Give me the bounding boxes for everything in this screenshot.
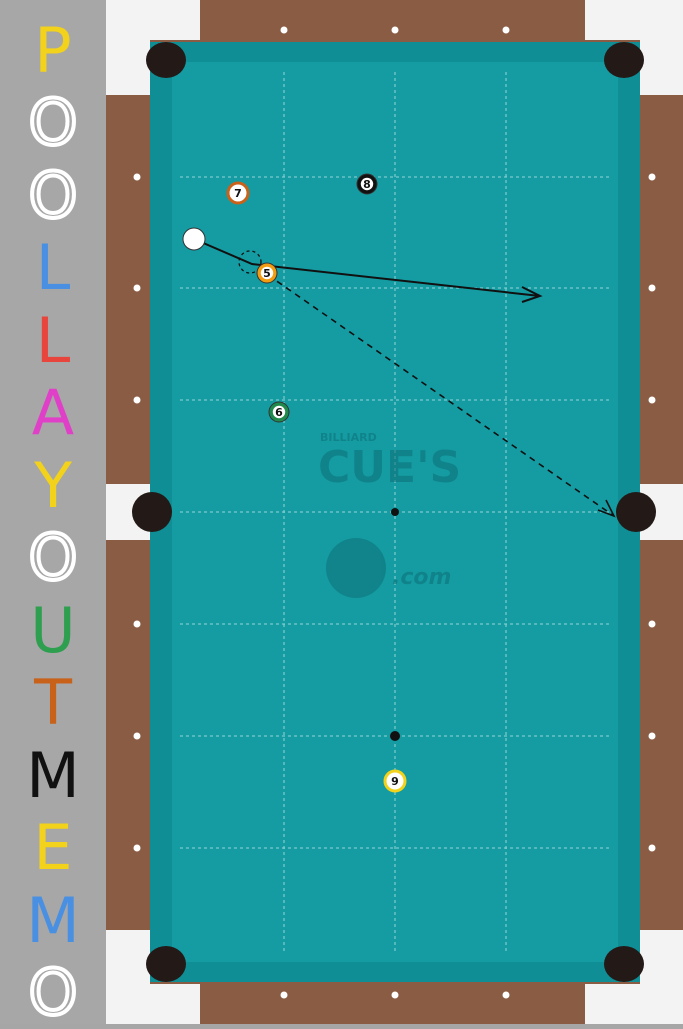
title-letter: M bbox=[26, 739, 80, 812]
pocket-bottom-left bbox=[146, 946, 186, 982]
title-letter: L bbox=[35, 231, 71, 304]
cue-ball[interactable] bbox=[182, 227, 206, 251]
title-letter: M bbox=[26, 884, 80, 957]
ball-number-disc bbox=[388, 774, 402, 788]
pockets bbox=[132, 42, 656, 982]
logo-emblem bbox=[326, 538, 386, 598]
title-letter: O bbox=[27, 86, 80, 159]
title-letter: Y bbox=[34, 449, 72, 522]
ball-number: 6 bbox=[275, 406, 283, 419]
shot-lines bbox=[193, 238, 616, 518]
ball-number: 7 bbox=[234, 187, 242, 200]
title-letter: L bbox=[35, 304, 71, 377]
title-letter: T bbox=[34, 666, 72, 739]
ball-5[interactable]: 5 bbox=[256, 262, 278, 284]
pocket-top-right bbox=[604, 42, 644, 78]
title-letter: P bbox=[34, 14, 72, 87]
title-letter: O bbox=[27, 521, 80, 594]
cue-path-line bbox=[193, 238, 541, 297]
ball-number: 5 bbox=[263, 267, 271, 280]
object-ball-path-arrowhead bbox=[597, 499, 616, 518]
ball-number-disc bbox=[272, 405, 286, 419]
ball-number: 8 bbox=[363, 178, 371, 191]
ghost-ball bbox=[238, 250, 262, 274]
logo-line2: CUE'S bbox=[318, 442, 461, 493]
pocket-side-right bbox=[616, 492, 656, 532]
object-ball-path-line bbox=[267, 274, 615, 517]
title-letter: E bbox=[33, 811, 73, 884]
pocket-top-left bbox=[146, 42, 186, 78]
balls[interactable]: 7 8 5 6 9 bbox=[182, 173, 407, 793]
rail-diamonds bbox=[133, 26, 656, 999]
logo-suffix: .com bbox=[392, 565, 451, 590]
corner-cap-bottom-left bbox=[106, 930, 200, 1024]
corner-cap-bottom-right bbox=[585, 930, 683, 1024]
ball-number-disc bbox=[360, 177, 374, 191]
ball-6[interactable]: 6 bbox=[268, 401, 290, 423]
ball-number: 9 bbox=[391, 775, 399, 788]
title-letter: O bbox=[27, 956, 80, 1029]
title-letter: U bbox=[30, 594, 76, 667]
corner-cap-top-left bbox=[106, 0, 200, 95]
ball-7[interactable]: 7 bbox=[226, 181, 250, 205]
foot-spot bbox=[390, 731, 400, 741]
cue-path-arrowhead bbox=[521, 286, 543, 303]
center-spot bbox=[391, 508, 399, 516]
ball-number-disc bbox=[260, 266, 274, 280]
ball-number-disc bbox=[231, 186, 245, 200]
title-letter: A bbox=[31, 376, 75, 449]
pocket-bottom-right bbox=[604, 946, 644, 982]
title-letter: O bbox=[27, 159, 80, 232]
logo-line1: BILLIARD bbox=[320, 431, 377, 444]
ball-body bbox=[182, 227, 206, 251]
pocket-side-left bbox=[132, 492, 172, 532]
ball-8[interactable]: 8 bbox=[356, 173, 378, 195]
ball-9[interactable]: 9 bbox=[383, 769, 407, 793]
corner-cap-top-right bbox=[585, 0, 683, 95]
watermark-logo: BILLIARD CUE'S .com bbox=[318, 431, 461, 598]
